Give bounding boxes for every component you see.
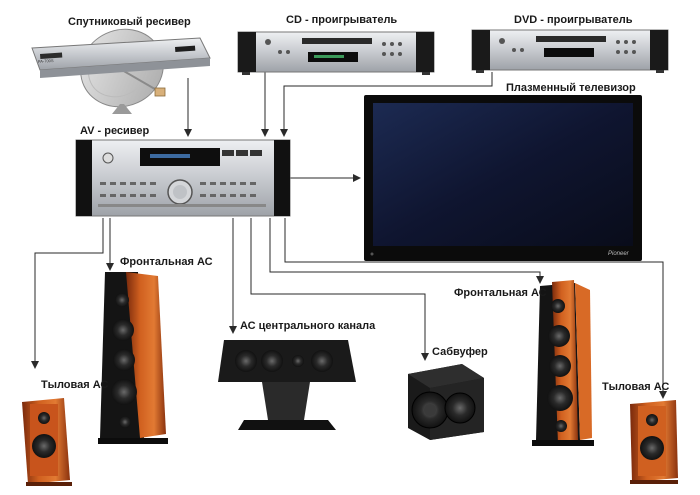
link-av-to-rear-left [31, 218, 104, 369]
label-rear-left: Тыловая АС [41, 379, 109, 391]
rear-left-speaker [22, 398, 72, 486]
label-center: АС центрального канала [240, 320, 376, 332]
plasma-tv: Pioneer [364, 95, 642, 261]
dvd-player [471, 29, 669, 73]
subwoofer [408, 364, 484, 440]
center-speaker [218, 340, 356, 430]
label-dvd-player: DVD - проигрыватель [514, 14, 633, 26]
satellite-receiver: PA-700S [31, 28, 211, 114]
link-av-to-front-right [269, 218, 544, 284]
label-front-left: Фронтальная АС [120, 256, 213, 268]
front-right-speaker [532, 280, 594, 446]
label-sat-receiver: Спутниковый ресивер [68, 16, 191, 28]
label-plasma-tv: Плазменный телевизор [506, 82, 636, 94]
label-rear-right: Тыловая АС [602, 381, 670, 393]
link-av-to-rear-right [284, 218, 667, 399]
front-left-speaker [98, 272, 168, 444]
link-dvd-to-av [280, 72, 493, 137]
cd-player [237, 31, 435, 75]
av-receiver [75, 139, 291, 217]
link-av-to-subwoofer [250, 218, 429, 361]
label-subwoofer: Сабвуфер [432, 346, 488, 358]
tv-brand-logo: Pioneer [608, 251, 630, 257]
label-cd-player: CD - проигрыватель [286, 14, 398, 26]
rear-right-speaker [630, 400, 678, 484]
label-av-receiver: AV - ресивер [80, 125, 150, 137]
sat-receiver-display: PA-700S [38, 58, 54, 64]
label-front-right: Фронтальная АС [454, 287, 547, 299]
connection-lines [31, 70, 667, 399]
